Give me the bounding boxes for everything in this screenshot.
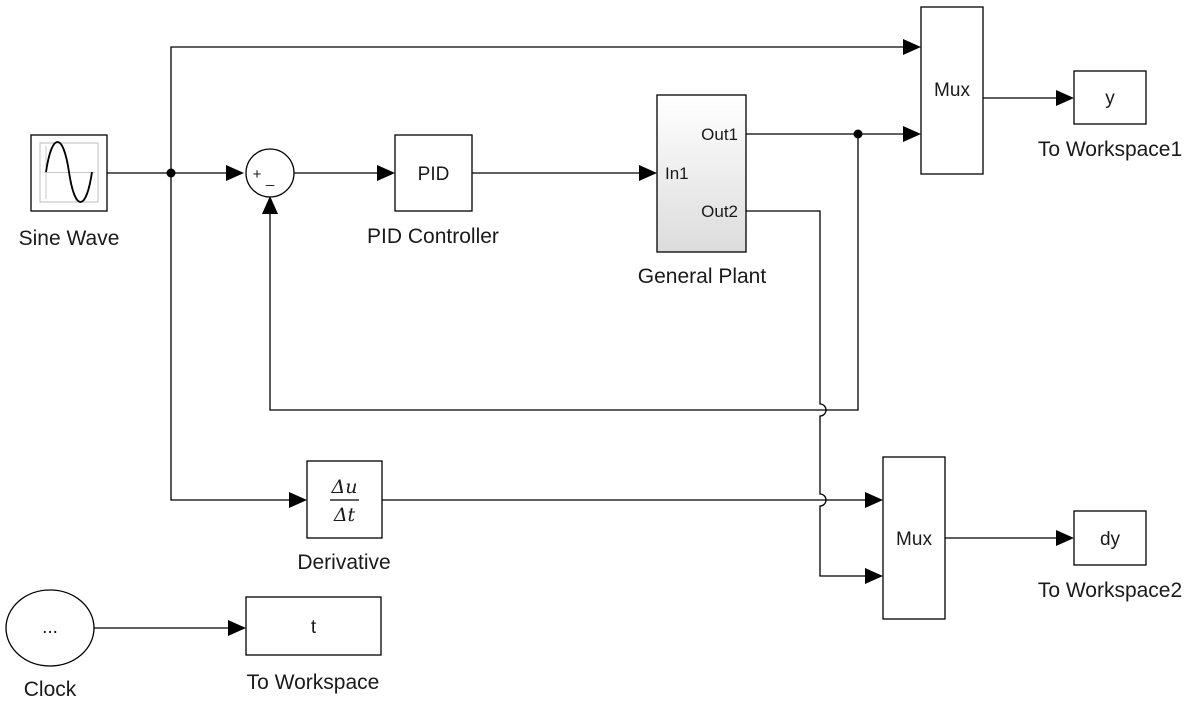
clock-text: ... (42, 617, 58, 638)
arrow-mux2-in1 (865, 492, 883, 508)
wire-sine-to-mux1[interactable] (170, 46, 903, 173)
pid-block-text: PID (418, 164, 450, 185)
derivative-label: Derivative (297, 551, 390, 574)
to-workspace1-block[interactable]: y (1073, 70, 1147, 125)
to-workspace-text: t (311, 617, 317, 638)
arrow-mux1-in2 (903, 126, 921, 142)
clock-label: Clock (24, 678, 77, 701)
sine-wave-label: Sine Wave (19, 227, 120, 250)
general-plant-label: General Plant (638, 265, 767, 288)
wire-feedback[interactable] (269, 134, 859, 411)
arrow-ws2-in (1056, 530, 1074, 546)
arrow-derivative-in (289, 492, 307, 508)
to-workspace2-label: To Workspace2 (1038, 579, 1182, 602)
plant-port-out1: Out1 (701, 125, 738, 144)
arrow-sum-in2 (262, 196, 278, 214)
branch-point-sine (166, 168, 176, 178)
to-workspace2-text: dy (1100, 529, 1121, 550)
to-workspace2-block[interactable]: dy (1073, 510, 1147, 566)
arrow-pid-in (377, 165, 395, 181)
to-workspace-block[interactable]: t (245, 596, 382, 656)
to-workspace1-label: To Workspace1 (1038, 138, 1182, 161)
arrow-ws-in (228, 620, 246, 636)
sine-wave-block[interactable] (30, 134, 108, 212)
to-workspace1-text: y (1105, 88, 1115, 109)
mux2-block[interactable]: Mux (882, 456, 946, 620)
plant-port-out2: Out2 (701, 202, 738, 221)
mux1-text: Mux (934, 80, 970, 101)
pid-controller-block[interactable]: PID (394, 134, 473, 212)
arrow-plant-in1 (639, 165, 657, 181)
mux2-text: Mux (896, 529, 932, 550)
plant-port-in1: In1 (665, 164, 689, 183)
derivative-block[interactable]: Δu Δt (306, 460, 383, 539)
arrow-mux1-in1 (903, 39, 921, 55)
mux1-block[interactable]: Mux (920, 6, 984, 175)
derivative-numerator: Δu (331, 476, 358, 498)
sum-plus-sign: + (253, 166, 262, 183)
pid-controller-label: PID Controller (367, 225, 499, 248)
wire-sine-to-derivative[interactable] (170, 173, 289, 501)
sine-wave-icon (45, 141, 93, 203)
derivative-denominator: Δt (333, 504, 356, 526)
general-plant-block[interactable]: In1 Out1 Out2 (656, 94, 747, 253)
to-workspace-label: To Workspace (247, 671, 380, 694)
arrow-mux2-in2 (865, 568, 883, 584)
clock-block[interactable]: ... (5, 589, 95, 667)
arrow-ws1-in (1056, 90, 1074, 106)
arrow-sum-in1 (226, 165, 244, 181)
branch-point-out1 (853, 129, 863, 139)
wire-out2-to-mux2[interactable] (746, 210, 865, 577)
sum-minus-sign: _ (265, 170, 275, 187)
sum-block[interactable]: + _ (245, 148, 295, 198)
